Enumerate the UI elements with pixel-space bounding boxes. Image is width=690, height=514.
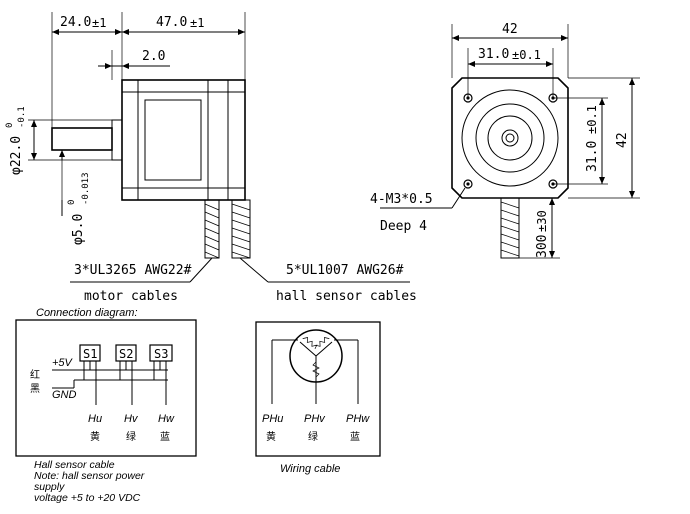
- dim-shaft-tol-upper: 0: [67, 200, 77, 205]
- dim-cable-length: 300: [535, 235, 550, 258]
- dim-shaft-dia: φ5.0: [71, 214, 86, 245]
- dim-height: 42: [615, 132, 630, 148]
- motor-shaft: [51, 127, 113, 151]
- dim-body-length: 47.0: [156, 15, 187, 30]
- dim-boss-dia: φ22.0: [9, 136, 24, 175]
- wiring-frame: [255, 321, 381, 457]
- hole-spec: 4-M3*0.5: [370, 192, 433, 207]
- sensor-s3: [149, 344, 173, 362]
- dim-hole-spacing-v: 31.0: [585, 141, 600, 172]
- hall-cable-spec: 5*UL1007 AWG26#: [286, 263, 404, 278]
- side-view: 24.0 ±1 47.0 ±1 2.0 φ22.0 0 -0.1 φ5.0 0 …: [5, 12, 417, 304]
- motor-body: [121, 79, 246, 201]
- sensor-s1-label: S1: [83, 347, 97, 361]
- phase-u-label: PHu: [262, 413, 283, 425]
- wiring-caption: Wiring cable: [280, 463, 340, 475]
- connection-diagram: Connection diagram: 红 黑 +5V GND S1 S2 S3…: [15, 307, 197, 504]
- output-hu-label: Hu: [88, 413, 102, 425]
- front-cable-bundle: [500, 197, 520, 259]
- dim-flange: 2.0: [142, 49, 165, 64]
- motor-cable-spec: 3*UL3265 AWG22#: [74, 263, 192, 278]
- front-view: 42 31.0 ±0.1 31.0 ±0.1 42: [370, 22, 640, 259]
- dim-hole-spacing-h: 31.0: [478, 47, 509, 62]
- dim-boss-tol-upper: 0: [5, 123, 15, 128]
- dim-cable-length-tol: ±30: [535, 210, 549, 232]
- dim-shaft-length-tol: ±1: [92, 16, 106, 30]
- output-hv-label: Hv: [124, 413, 139, 425]
- dim-body-length-tol: ±1: [190, 16, 204, 30]
- dim-boss-tol-lower: -0.1: [17, 106, 27, 128]
- front-plate: [451, 77, 569, 199]
- dim-hole-spacing-h-tol: ±0.1: [512, 48, 541, 62]
- hole-depth: Deep 4: [380, 219, 427, 234]
- motor-boss: [111, 119, 123, 161]
- output-hv-color: 绿: [126, 430, 136, 443]
- connection-frame: [15, 319, 197, 457]
- sensor-s3-label: S3: [154, 347, 168, 361]
- sensor-s2-label: S2: [119, 347, 133, 361]
- dim-width: 42: [502, 22, 518, 37]
- phase-v-label: PHv: [304, 413, 326, 425]
- output-hw-color: 蓝: [160, 431, 170, 443]
- wire-red-cn: 红: [30, 368, 40, 381]
- gnd-label: GND: [52, 389, 77, 401]
- connection-title: Connection diagram:: [36, 307, 138, 319]
- plus5v-label: +5V: [52, 357, 74, 369]
- hall-cable-label: hall sensor cables: [276, 289, 417, 304]
- front-outer-circle: [461, 89, 559, 187]
- phase-w-color: 蓝: [350, 431, 360, 443]
- note-line-3: voltage +5 to +20 VDC: [34, 492, 141, 504]
- phase-v-color: 绿: [308, 430, 318, 443]
- hall-caption: Hall sensor cable: [34, 459, 115, 471]
- note-line-1: Note: hall sensor power: [34, 470, 145, 482]
- motor-cable-label: motor cables: [84, 289, 178, 304]
- output-hw-label: Hw: [158, 413, 175, 425]
- output-hu-color: 黄: [90, 430, 100, 443]
- dim-hole-spacing-v-tol: ±0.1: [585, 105, 599, 134]
- motor-cable-bundle: [204, 199, 220, 259]
- wire-black-cn: 黑: [30, 383, 40, 395]
- wiring-diagram: PHu PHv PHw 黄 绿 蓝 Wiring cable: [255, 321, 381, 475]
- dim-shaft-length: 24.0: [60, 15, 91, 30]
- phase-u-color: 黄: [266, 430, 276, 443]
- phase-w-label: PHw: [346, 413, 370, 425]
- hall-cable-bundle: [231, 199, 251, 259]
- note-line-2: supply: [34, 481, 65, 493]
- dim-shaft-tol-lower: -0.013: [81, 172, 91, 205]
